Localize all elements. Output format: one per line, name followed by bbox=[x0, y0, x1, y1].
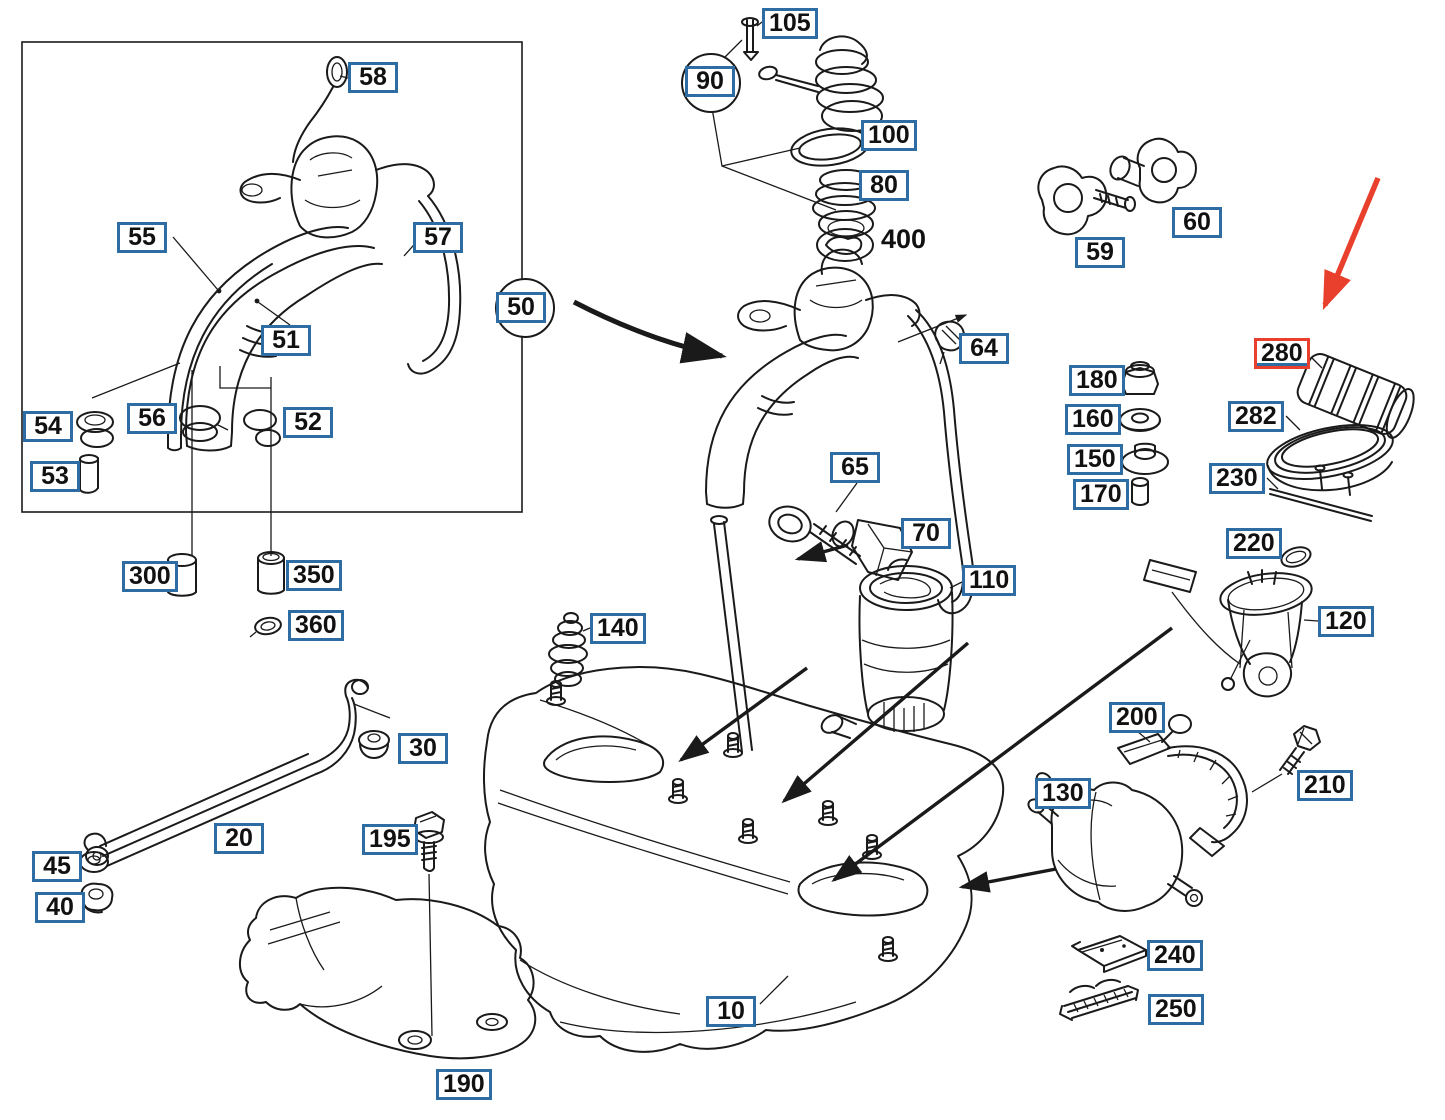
part-label-53[interactable]: 53 bbox=[30, 461, 80, 492]
part-label-170[interactable]: 170 bbox=[1073, 479, 1129, 510]
part-label-30[interactable]: 30 bbox=[398, 733, 448, 764]
part-label-110[interactable]: 110 bbox=[962, 565, 1017, 596]
part-label-200[interactable]: 200 bbox=[1109, 702, 1165, 733]
part-label-400: 400 bbox=[881, 224, 927, 254]
part-label-120[interactable]: 120 bbox=[1318, 606, 1374, 637]
part-label-90[interactable]: 90 bbox=[685, 66, 735, 97]
valve-70 bbox=[794, 519, 913, 581]
part-label-105[interactable]: 105 bbox=[762, 8, 818, 39]
part-label-195[interactable]: 195 bbox=[362, 824, 418, 855]
part-label-220[interactable]: 220 bbox=[1226, 528, 1282, 559]
part-label-360[interactable]: 360 bbox=[288, 610, 344, 641]
part-label-350[interactable]: 350 bbox=[286, 560, 342, 591]
plate-240 bbox=[1071, 935, 1147, 973]
part-label-80[interactable]: 80 bbox=[859, 170, 909, 201]
clamp-59-60 bbox=[1037, 137, 1197, 236]
inset-frame bbox=[21, 41, 523, 513]
rod-230 bbox=[1266, 464, 1373, 522]
part-label-51[interactable]: 51 bbox=[261, 325, 311, 356]
part-label-70[interactable]: 70 bbox=[901, 518, 951, 549]
part-label-230[interactable]: 230 bbox=[1209, 463, 1265, 494]
fuel-tank bbox=[483, 666, 1005, 1053]
sender-module-120 bbox=[1143, 559, 1319, 698]
heat-shield bbox=[239, 886, 537, 1060]
part-label-50[interactable]: 50 bbox=[496, 292, 546, 323]
seal-282 bbox=[1266, 415, 1394, 492]
part-label-240[interactable]: 240 bbox=[1147, 940, 1203, 971]
part-label-60[interactable]: 60 bbox=[1172, 207, 1222, 238]
part-label-57[interactable]: 57 bbox=[413, 222, 463, 253]
part-label-65[interactable]: 65 bbox=[830, 452, 880, 483]
part-label-59[interactable]: 59 bbox=[1075, 237, 1125, 268]
part-label-300[interactable]: 300 bbox=[122, 561, 178, 592]
part-label-280[interactable]: 280 bbox=[1254, 338, 1310, 369]
hose-pieces bbox=[167, 551, 285, 638]
part-label-20[interactable]: 20 bbox=[214, 823, 264, 854]
part-label-190[interactable]: 190 bbox=[436, 1069, 492, 1100]
bolt-65 bbox=[768, 482, 861, 565]
inset-filler-neck bbox=[76, 56, 462, 556]
part-label-100[interactable]: 100 bbox=[861, 120, 917, 151]
part-label-210[interactable]: 210 bbox=[1297, 770, 1353, 801]
highlight-arrow bbox=[1322, 176, 1381, 311]
center-filler-neck bbox=[705, 248, 975, 753]
bellows-140 bbox=[548, 612, 591, 687]
part-label-282[interactable]: 282 bbox=[1228, 401, 1284, 432]
part-label-140[interactable]: 140 bbox=[590, 613, 646, 644]
part-label-40[interactable]: 40 bbox=[35, 892, 85, 923]
rail-250 bbox=[1059, 978, 1139, 1021]
part-label-55[interactable]: 55 bbox=[117, 222, 167, 253]
part-label-54[interactable]: 54 bbox=[23, 411, 73, 442]
filter-280 bbox=[1296, 353, 1415, 439]
part-label-64[interactable]: 64 bbox=[959, 333, 1009, 364]
bracket-200 bbox=[1117, 714, 1248, 857]
part-label-180[interactable]: 180 bbox=[1069, 365, 1125, 396]
filler-cap-stack bbox=[711, 17, 884, 262]
part-label-56[interactable]: 56 bbox=[127, 403, 177, 434]
part-label-150[interactable]: 150 bbox=[1067, 444, 1123, 475]
part-label-10[interactable]: 10 bbox=[706, 996, 756, 1027]
part-label-250[interactable]: 250 bbox=[1148, 994, 1204, 1025]
bolt-210 bbox=[1251, 725, 1321, 793]
part-label-130[interactable]: 130 bbox=[1035, 778, 1091, 809]
oring-220 bbox=[1280, 546, 1312, 568]
part-label-45[interactable]: 45 bbox=[32, 851, 82, 882]
inset-clamps bbox=[76, 405, 281, 494]
bolt-195 bbox=[413, 811, 445, 1037]
part-label-52[interactable]: 52 bbox=[283, 407, 333, 438]
part-label-160[interactable]: 160 bbox=[1065, 404, 1121, 435]
tank-strap bbox=[83, 678, 391, 867]
part-label-58[interactable]: 58 bbox=[348, 62, 398, 93]
